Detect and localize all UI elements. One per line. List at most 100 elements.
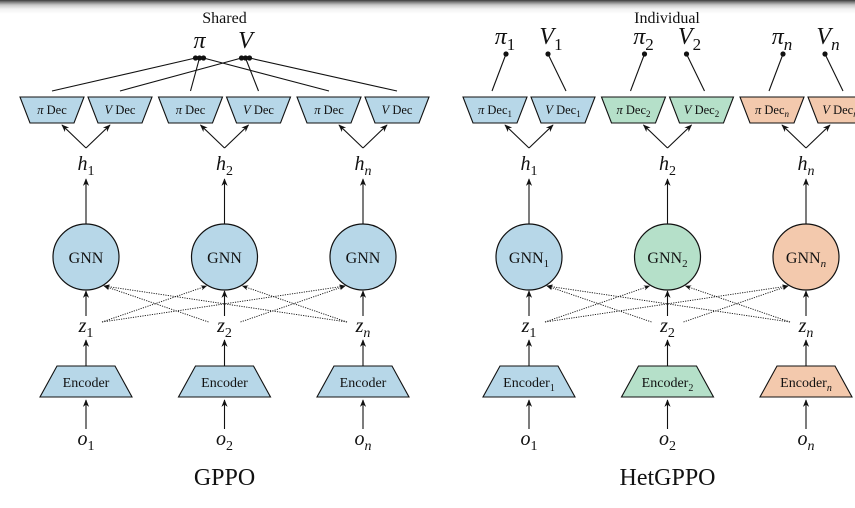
policy-symbol-2-base: π (633, 24, 646, 50)
value-symbol-2-base: V (678, 24, 695, 50)
v-decoder-label-gppo-2-word: Dec (251, 103, 275, 117)
message-passing-arrow (546, 284, 791, 323)
encoder-label-gppo-2-base: Encoder (201, 376, 248, 391)
pi-decoder-label-gppo-1: π Dec (37, 103, 67, 117)
h-label-hetgppo-2-subscript: 2 (669, 164, 676, 179)
shared-policy-link (51, 57, 196, 92)
gnn-node-hetgppo-1 (495, 223, 563, 291)
pi-decoder-label-hetgppo-1: π Dec1 (478, 103, 512, 119)
gnn-node-gppo-3 (329, 223, 397, 291)
encoder-gppo-1 (39, 365, 133, 398)
message-passing-arrow (103, 284, 348, 323)
z-label-hetgppo-3-base: z (798, 315, 807, 337)
z-label-gppo-3: zn (355, 315, 371, 341)
h-label-hetgppo-1-subscript: 1 (531, 164, 538, 179)
pi-decoder-label-gppo-3-symbol: π (314, 103, 321, 117)
v-decoder-hetgppo-3 (807, 96, 855, 124)
z-label-gppo-3-base: z (355, 315, 364, 337)
encoder-label-hetgppo-3: Encodern (780, 376, 832, 394)
h-to-v-dec-arrow (805, 124, 831, 149)
encoder-label-hetgppo-3-base: Encoder (780, 376, 827, 391)
policy-output-link (768, 53, 784, 92)
gnn-node-gppo-2 (190, 223, 259, 291)
pi-decoder-label-gppo-3: π Dec (314, 103, 344, 117)
o-label-gppo-2: o2 (216, 428, 233, 454)
h-label-hetgppo-1: h1 (521, 153, 538, 179)
pi-decoder-label-gppo-1-word: Dec (44, 103, 68, 117)
shared-value-symbol-base: V (238, 28, 255, 54)
o-label-hetgppo-3-subscript: n (808, 439, 815, 454)
o-label-gppo-2-base: o (216, 428, 226, 450)
z-label-gppo-2: z2 (216, 315, 232, 341)
head-label-hetgppo: Individual (634, 10, 700, 27)
encoder-label-gppo-1-base: Encoder (63, 376, 110, 391)
encoder-label-hetgppo-1: Encoder1 (503, 376, 555, 394)
h-label-hetgppo-1-base: h (521, 153, 531, 175)
value-output-link (686, 53, 705, 92)
encoder-hetgppo-1 (482, 365, 576, 398)
gnn-label-hetgppo-3-subscript: n (821, 258, 827, 270)
value-output-link (824, 53, 844, 92)
policy-symbol-3-base: π (772, 24, 785, 50)
pi-decoder-hetgppo-1 (462, 96, 528, 124)
policy-output-dot (780, 51, 786, 57)
policy-output-link (629, 53, 646, 92)
pi-decoder-label-hetgppo-3-subscript: n (785, 109, 790, 119)
value-symbol-2-subscript: 2 (693, 35, 702, 54)
z-label-hetgppo-1-base: z (521, 315, 530, 337)
pi-decoder-label-hetgppo-2: π Dec2 (616, 103, 650, 119)
h-label-hetgppo-3-subscript: n (808, 164, 815, 179)
o-label-hetgppo-1: o1 (521, 428, 538, 454)
encoder-label-hetgppo-1-subscript: 1 (550, 383, 555, 394)
panel-title-gppo: GPPO (194, 465, 255, 491)
value-output-dot (683, 51, 690, 57)
h-label-hetgppo-3: hn (798, 153, 815, 179)
o-label-gppo-1-subscript: 1 (88, 439, 95, 454)
value-symbol-3-subscript: n (831, 35, 840, 54)
v-decoder-label-gppo-3-word: Dec (389, 103, 413, 117)
pi-decoder-label-gppo-2-symbol: π (176, 103, 183, 117)
h-to-pi-dec-arrow (504, 124, 530, 149)
policy-symbol-3-subscript: n (784, 35, 793, 54)
v-decoder-label-hetgppo-2-symbol: V (684, 103, 693, 117)
policy-symbol-2-subscript: 2 (645, 35, 654, 54)
z-label-hetgppo-2-base: z (659, 315, 668, 337)
h-to-pi-dec-arrow (199, 124, 225, 149)
v-decoder-label-hetgppo-1-word: Dec (553, 103, 577, 117)
value-output-dot (822, 51, 828, 57)
policy-output-link (491, 53, 507, 92)
value-symbol-3-base: V (816, 24, 833, 50)
encoder-label-gppo-3-base: Encoder (340, 376, 387, 391)
v-decoder-label-hetgppo-3-word: Dec (830, 103, 854, 117)
gnn-node-hetgppo-2 (633, 223, 702, 291)
encoder-label-gppo-3: Encoder (340, 376, 387, 391)
z-label-hetgppo-2-subscript: 2 (668, 326, 675, 341)
v-decoder-gppo-2 (225, 96, 292, 124)
gnn-label-hetgppo-1-base: GNN (509, 250, 544, 267)
pi-decoder-gppo-1 (19, 96, 85, 124)
z-label-hetgppo-3: zn (798, 315, 814, 341)
v-decoder-hetgppo-2 (668, 96, 735, 124)
v-decoder-label-hetgppo-2-subscript: 2 (715, 109, 720, 119)
h-label-gppo-1-subscript: 1 (88, 164, 95, 179)
o-label-gppo-1: o1 (78, 428, 95, 454)
policy-symbol-3: πn (772, 24, 793, 54)
pi-decoder-label-hetgppo-3: π Decn (755, 103, 790, 119)
message-passing-arrow (544, 285, 651, 323)
shared-policy-link (203, 57, 330, 92)
policy-symbol-2: π2 (633, 24, 654, 54)
shared-value-link (119, 57, 242, 92)
h-label-gppo-3-base: h (355, 153, 365, 175)
v-decoder-label-gppo-1-word: Dec (112, 103, 136, 117)
o-label-gppo-1-base: o (78, 428, 88, 450)
message-passing-arrow (101, 285, 208, 323)
gnn-label-gppo-3: GNN (346, 250, 381, 267)
message-passing-arrow (240, 285, 346, 323)
gnn-label-hetgppo-2-subscript: 2 (682, 258, 688, 270)
h-to-v-dec-arrow (362, 124, 388, 149)
policy-symbol-1-base: π (495, 24, 508, 50)
encoder-gppo-2 (177, 365, 272, 398)
o-label-gppo-3: on (355, 428, 372, 454)
encoder-label-hetgppo-2-subscript: 2 (688, 383, 693, 394)
